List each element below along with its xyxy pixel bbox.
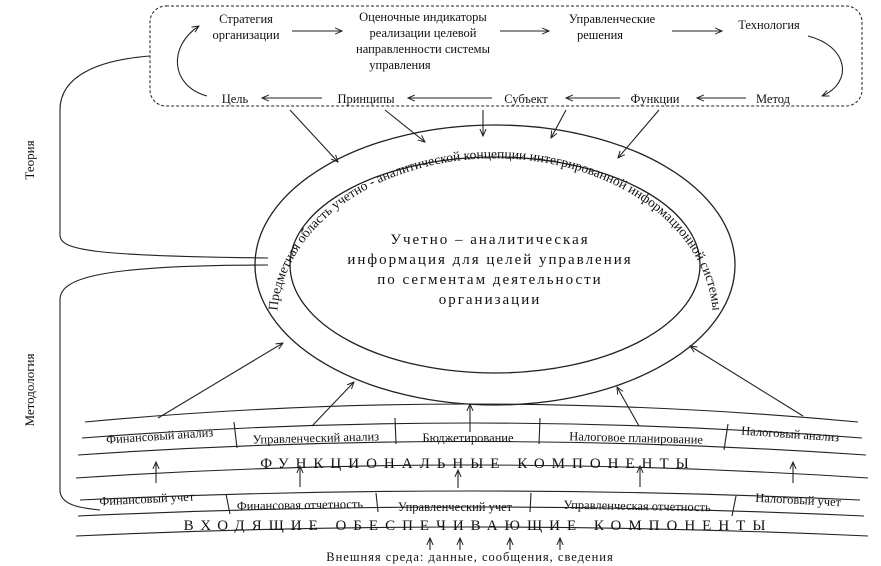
svg-text:решения: решения	[577, 28, 623, 42]
label-methodology: Методология	[22, 353, 37, 426]
arrow-theory-ellipse-4	[551, 109, 567, 138]
arrow-theory-ellipse-1	[289, 109, 338, 162]
node-technology: Технология	[738, 18, 800, 32]
external-environment: Внешняя среда: данные, сообщения, сведен…	[326, 550, 613, 564]
svg-text:Стратегия: Стратегия	[219, 12, 273, 26]
func-item-budgeting: Бюджетирование	[422, 431, 514, 445]
input-item-management-accounting: Управленческий учет	[398, 500, 513, 514]
node-goal: Цель	[222, 92, 249, 106]
node-functions: Функции	[631, 92, 680, 106]
functional-caption: ФУНКЦИОНАЛЬНЫЕ КОМПОНЕНТЫ	[260, 456, 695, 472]
func-item-tax-analysis: Налоговый анализ	[741, 424, 840, 445]
arrow-theory-ellipse-2	[384, 109, 425, 142]
node-strategy: Стратегия организации	[212, 12, 279, 42]
arrow-theory-ellipse-5	[618, 109, 660, 158]
arrow-goal-strategy	[176, 26, 208, 97]
input-item-financial-accounting: Финансовый учет	[99, 490, 195, 509]
func-item-management-analysis: Управленческий анализ	[252, 429, 379, 446]
input-band	[75, 490, 869, 537]
arrow-ua-ellipse	[311, 382, 354, 427]
node-indicators: Оценочные индикаторы реализации целевой …	[356, 10, 491, 72]
node-method: Метод	[756, 92, 791, 106]
func-item-financial-analysis: Финансовый анализ	[106, 425, 214, 446]
input-item-tax-accounting: Налоговый учет	[755, 491, 842, 510]
node-subject: Субъект	[504, 92, 548, 106]
methodology-bracket	[59, 264, 269, 511]
arrow-ta-ellipse	[690, 346, 804, 417]
svg-text:по сегментам деятельности: по сегментам деятельности	[377, 272, 602, 288]
label-theory: Теория	[22, 140, 37, 179]
svg-text:организации: организации	[439, 292, 542, 308]
input-item-management-reporting: Управленческая отчетность	[563, 498, 711, 515]
theory-bracket	[59, 55, 269, 259]
svg-text:Оценочные индикаторы: Оценочные индикаторы	[359, 10, 487, 24]
svg-text:управления: управления	[369, 58, 431, 72]
arrow-fa-ellipse	[157, 343, 283, 419]
svg-text:направленности системы: направленности системы	[356, 42, 491, 56]
node-principles: Принципы	[337, 92, 395, 106]
input-item-financial-reporting: Финансовая отчетность	[237, 497, 364, 513]
svg-text:Управленческие: Управленческие	[569, 12, 656, 26]
functional-band	[75, 403, 869, 479]
svg-text:реализации целевой: реализации целевой	[370, 26, 477, 40]
input-caption: ВХОДЯЩИЕ ОБЕСПЕЧИВАЮЩИЕ КОМПОНЕНТЫ	[184, 518, 773, 534]
arrow-technology-method	[807, 35, 844, 96]
inner-ellipse	[289, 156, 701, 374]
svg-text:Учетно – аналитическая: Учетно – аналитическая	[390, 232, 589, 248]
outer-ellipse	[254, 124, 736, 406]
svg-text:информация для целей управлени: информация для целей управления	[347, 252, 632, 268]
func-item-tax-planning: Налоговое планирование	[569, 429, 703, 447]
svg-text:организации: организации	[212, 28, 279, 42]
node-decisions: Управленческие решения	[569, 12, 656, 42]
ellipse-center-text: Учетно – аналитическая информация для це…	[347, 232, 632, 308]
